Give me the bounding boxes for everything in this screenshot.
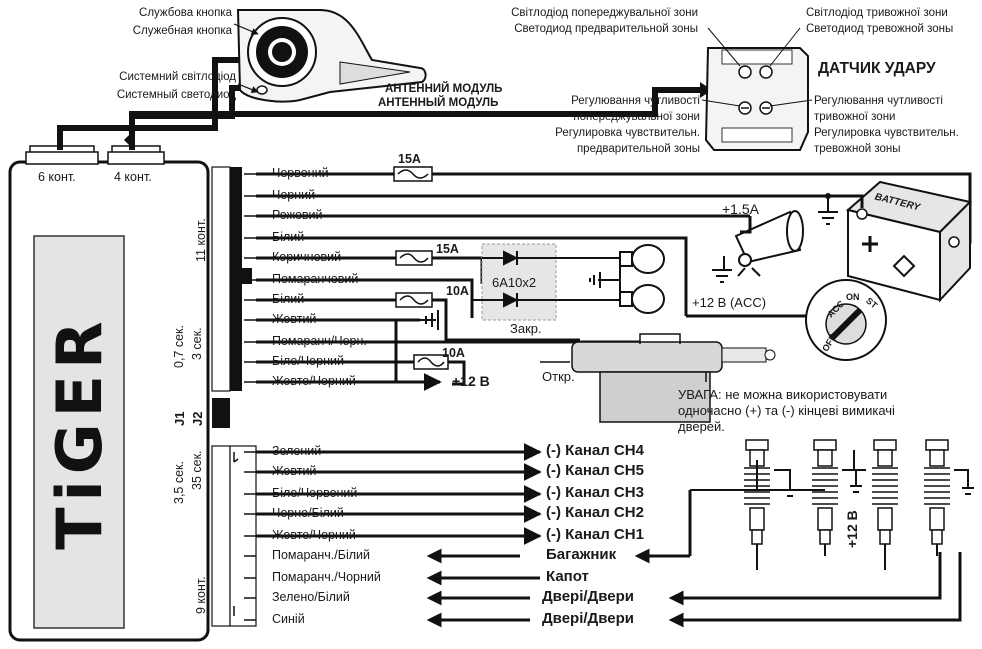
antenna-label-ru: АНТЕННЫЙ МОДУЛЬ — [378, 97, 499, 109]
system-led-label-ru: Системный светодиод — [116, 89, 236, 101]
wire-top-11: Жовто/Чорний — [272, 374, 356, 388]
conn4-label: 4 конт. — [114, 170, 152, 184]
siren — [712, 210, 804, 283]
jumper-j2: J2 — [190, 411, 205, 426]
plus12-label: +12 В — [452, 373, 490, 389]
wire-bottom-7: Помаранч./Чорний — [272, 570, 381, 584]
adj-warn-3: Регулировка чувствительн. — [555, 127, 700, 139]
adj-warn-4: предварительной зоны — [576, 143, 700, 155]
note-line-3: дверей. — [678, 419, 725, 434]
alarm-led-label-ua: Світлодіод тривожної зони — [806, 7, 948, 19]
tiger-logo-text: TiGER — [42, 314, 116, 550]
alarm-led-label-ru: Светодиод тревожной зоны — [806, 23, 954, 35]
diode-block — [481, 243, 557, 321]
output-ch4: (-) Канал CH4 — [546, 442, 644, 459]
time-35s: 35 сек. — [190, 450, 204, 490]
fuse2-label: 15A — [436, 242, 459, 256]
wire-top-7: Білий — [272, 292, 305, 306]
wire-top-2: Чорний — [272, 188, 316, 202]
adj-alarm-2: тривожної зони — [814, 111, 896, 123]
tiger-logo: TiGER — [34, 236, 124, 628]
output-ch1: (-) Канал CH1 — [546, 526, 644, 543]
wire-bottom-9: Синій — [272, 612, 305, 626]
wire-top-5: Коричневий — [272, 250, 342, 264]
adj-alarm-1: Регулювання чутливості — [814, 95, 943, 107]
time-0-7s: 0,7 сек. — [172, 325, 186, 368]
output-ch2: (-) Канал CH2 — [546, 504, 644, 521]
fuse1-label: 15A — [398, 152, 421, 166]
conn9-label: 9 конт. — [194, 576, 208, 614]
connector-9pin — [211, 445, 231, 627]
wire-bottom-5: Жовто/Чорний — [272, 528, 356, 542]
output-door-2: Двері/Двери — [542, 610, 634, 627]
connector-4pin — [107, 145, 165, 165]
system-led-label-ua: Системний світлодіод — [119, 71, 236, 83]
wire-top-3: Рожевий — [272, 208, 323, 222]
logo-panel — [33, 235, 125, 629]
warn-led-label-ua: Світлодіод попереджувальної зони — [511, 7, 698, 19]
service-button-label-ua: Службова кнопка — [139, 7, 232, 19]
antenna-label-ua: АНТЕННИЙ МОДУЛЬ — [385, 83, 503, 95]
wire-bottom-4: Чорно/Білий — [272, 506, 344, 520]
time-3-5s: 3,5 сек. — [172, 461, 186, 504]
siren-fuse-label: +1.5A — [722, 201, 759, 217]
cable-6pin — [57, 57, 244, 150]
wire-top-4: Білий — [272, 230, 305, 244]
antenna-module — [236, 9, 427, 103]
service-button-label-ru: Служебная кнопка — [132, 25, 232, 37]
conn11-label: 11 конт. — [194, 218, 208, 262]
fuse4-label: 10A — [442, 346, 465, 360]
adj-warn-2: попереджувальної зони — [573, 111, 700, 123]
output-hood: Капот — [546, 568, 589, 585]
shock-sensor-title: ДАТЧИК УДАРУ — [818, 60, 936, 77]
wire-top-1: Червоний — [272, 166, 329, 180]
time-3s: 3 сек. — [190, 327, 204, 360]
wires-bottom — [256, 443, 542, 545]
warn-led-label-ru: Светодиод предварительной зоны — [514, 23, 698, 35]
note-line-2: одночасно (+) та (-) кінцеві вимикачі — [678, 403, 895, 418]
adj-alarm-4: тревожной зоны — [814, 143, 901, 155]
wire-top-8: Жовтий — [272, 312, 317, 326]
output-ch5: (-) Канал CH5 — [546, 462, 644, 479]
wire-bottom-1: Зелений — [272, 444, 322, 458]
shock-sensor — [704, 47, 809, 151]
wire-bottom-3: Біло/Червоний — [272, 486, 358, 500]
acc-label: +12 В (ACC) — [692, 295, 767, 310]
output-ch3: (-) Канал CH3 — [546, 484, 644, 501]
output-door-1: Двері/Двери — [542, 588, 634, 605]
wire-bottom-2: Жовтий — [272, 464, 317, 478]
turn-lamps — [619, 244, 665, 314]
fuse3-label: 10A — [446, 284, 469, 298]
lock-actuator — [571, 333, 776, 423]
wire-bottom-8: Зелено/Білий — [272, 590, 350, 604]
adj-warn-1: Регулювання чутливості — [571, 95, 700, 107]
wire-bottom-6: Помаранч./Білий — [272, 548, 370, 562]
lock-label: Закр. — [510, 321, 542, 336]
adj-alarm-3: Регулировка чувствительн. — [814, 127, 959, 139]
output-trunk: Багажник — [546, 546, 617, 563]
ign-on: ON — [846, 292, 860, 302]
wire-top-10: Біло/Чорний — [272, 354, 344, 368]
wire-top-9: Помаранч/Чорн. — [272, 334, 367, 348]
diode-label: 6A10x2 — [492, 275, 537, 290]
wire-top-6: Помаранчевий — [272, 272, 359, 286]
battery — [845, 180, 972, 303]
fuses — [393, 166, 449, 370]
connector-11pin — [211, 166, 231, 392]
unlock-label: Откр. — [542, 369, 575, 384]
doors-plus12-label: +12 В — [844, 510, 860, 548]
conn6-label: 6 конт. — [38, 170, 76, 184]
note-line-1: УВАГА: не можна використовувати — [678, 387, 888, 402]
jumper-j1: J1 — [172, 411, 187, 426]
ignition-switch — [805, 279, 887, 361]
